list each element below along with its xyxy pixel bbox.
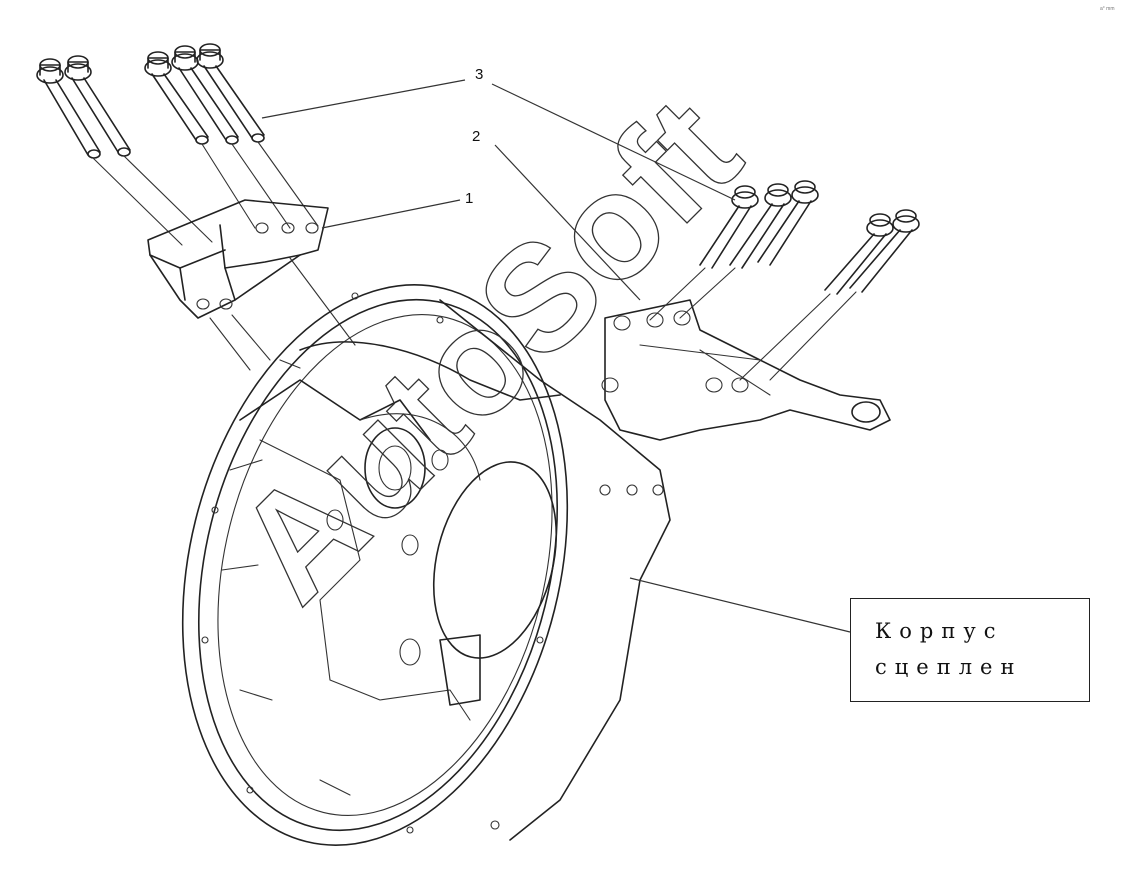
bolt: [36, 58, 183, 246]
bolt-group-right: [649, 180, 920, 381]
bolt: [144, 51, 256, 229]
part-label-line2: сцеплен: [875, 655, 1023, 679]
callout-1: 1: [465, 190, 473, 207]
bolt-group-left: [36, 43, 319, 246]
part-label-box: Корпус сцеплен: [850, 598, 1090, 702]
bolt: [679, 183, 792, 319]
bolt: [739, 213, 894, 381]
leader-housing: [629, 577, 851, 633]
bolt: [64, 55, 213, 243]
bolt: [171, 45, 291, 229]
leader-3-right: [491, 83, 736, 201]
callout-2: 2: [472, 128, 480, 145]
leader-1: [321, 199, 461, 229]
support-part: [601, 299, 891, 441]
bracket-part: [147, 199, 356, 371]
leader-3-left: [261, 79, 466, 119]
bolt: [757, 180, 819, 266]
bolt: [196, 43, 319, 227]
corner-mark: a° mm: [1100, 6, 1115, 12]
bolt: [649, 185, 759, 321]
bolt: [769, 209, 920, 381]
callout-3: 3: [475, 66, 483, 83]
watermark: AutoSoft: [204, 66, 770, 632]
part-label-line1: Корпус: [875, 619, 1004, 643]
clutch-housing: [181, 284, 671, 846]
leader-2: [494, 144, 641, 301]
